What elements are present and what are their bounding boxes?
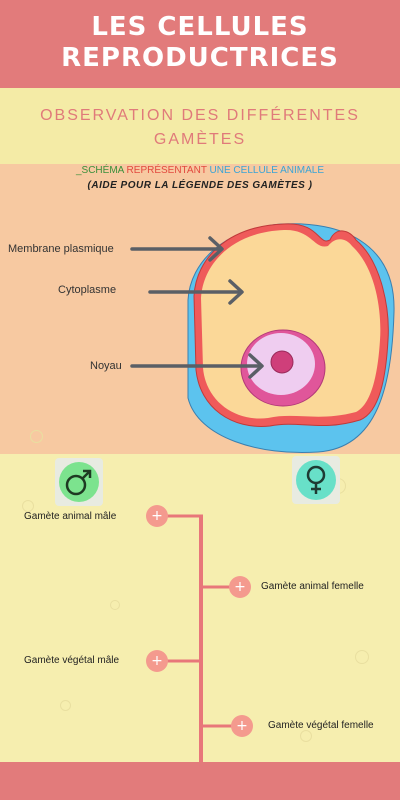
page-title: LES CELLULES REPRODUCTRICES <box>61 12 339 73</box>
decorative-bubble <box>30 430 43 443</box>
svg-text:+: + <box>151 508 163 524</box>
svg-text:+: + <box>236 718 248 734</box>
gamete-vegetal-femelle: Gamète végétal femelle <box>268 720 374 731</box>
gamete-vegetal-male: Gamète végétal mâle <box>24 655 120 666</box>
schema-word-1: _SCHÉMA <box>75 165 124 176</box>
svg-text:+: + <box>234 579 246 595</box>
schema-word-2: REPRÉSENTANT <box>126 165 207 176</box>
decorative-bubble <box>300 730 312 742</box>
plus-icon: + <box>146 505 168 527</box>
arrow-icon <box>148 279 244 305</box>
header-banner: LES CELLULES REPRODUCTRICES <box>0 0 400 88</box>
schema-word-3: UNE CELLULE ANIMALE <box>209 165 325 176</box>
label-noyau: Noyau <box>90 360 122 372</box>
label-membrane: Membrane plasmique <box>8 243 114 255</box>
decorative-bubble <box>60 700 71 711</box>
gamete-animal-femelle: Gamète animal femelle <box>261 581 364 592</box>
male-icon-box <box>55 458 103 506</box>
schema-note: (AIDE POUR LA LÉGENDE DES GAMÈTES ) <box>87 180 313 191</box>
female-symbol-icon <box>296 460 336 500</box>
page-subtitle: OBSERVATION DES DIFFÉRENTES GAMÈTES <box>40 107 360 148</box>
nucleolus <box>270 350 294 374</box>
schema-heading: _SCHÉMA REPRÉSENTANT UNE CELLULE ANIMALE <box>0 164 400 178</box>
decorative-bubble <box>110 600 120 610</box>
arrow-icon <box>130 353 264 379</box>
footer-banner <box>0 762 400 800</box>
decorative-bubble <box>22 500 34 512</box>
gamete-animal-male: Gamète animal mâle <box>24 511 117 522</box>
plus-icon: + <box>231 715 253 737</box>
female-icon-box <box>292 456 340 504</box>
plus-icon: + <box>229 576 251 598</box>
subtitle-band <box>0 88 400 164</box>
plus-icon: + <box>146 650 168 672</box>
svg-text:+: + <box>151 653 163 669</box>
arrow-icon <box>130 236 224 262</box>
male-symbol-icon <box>59 462 99 502</box>
label-cytoplasme: Cytoplasme <box>58 284 117 296</box>
decorative-bubble <box>355 650 369 664</box>
